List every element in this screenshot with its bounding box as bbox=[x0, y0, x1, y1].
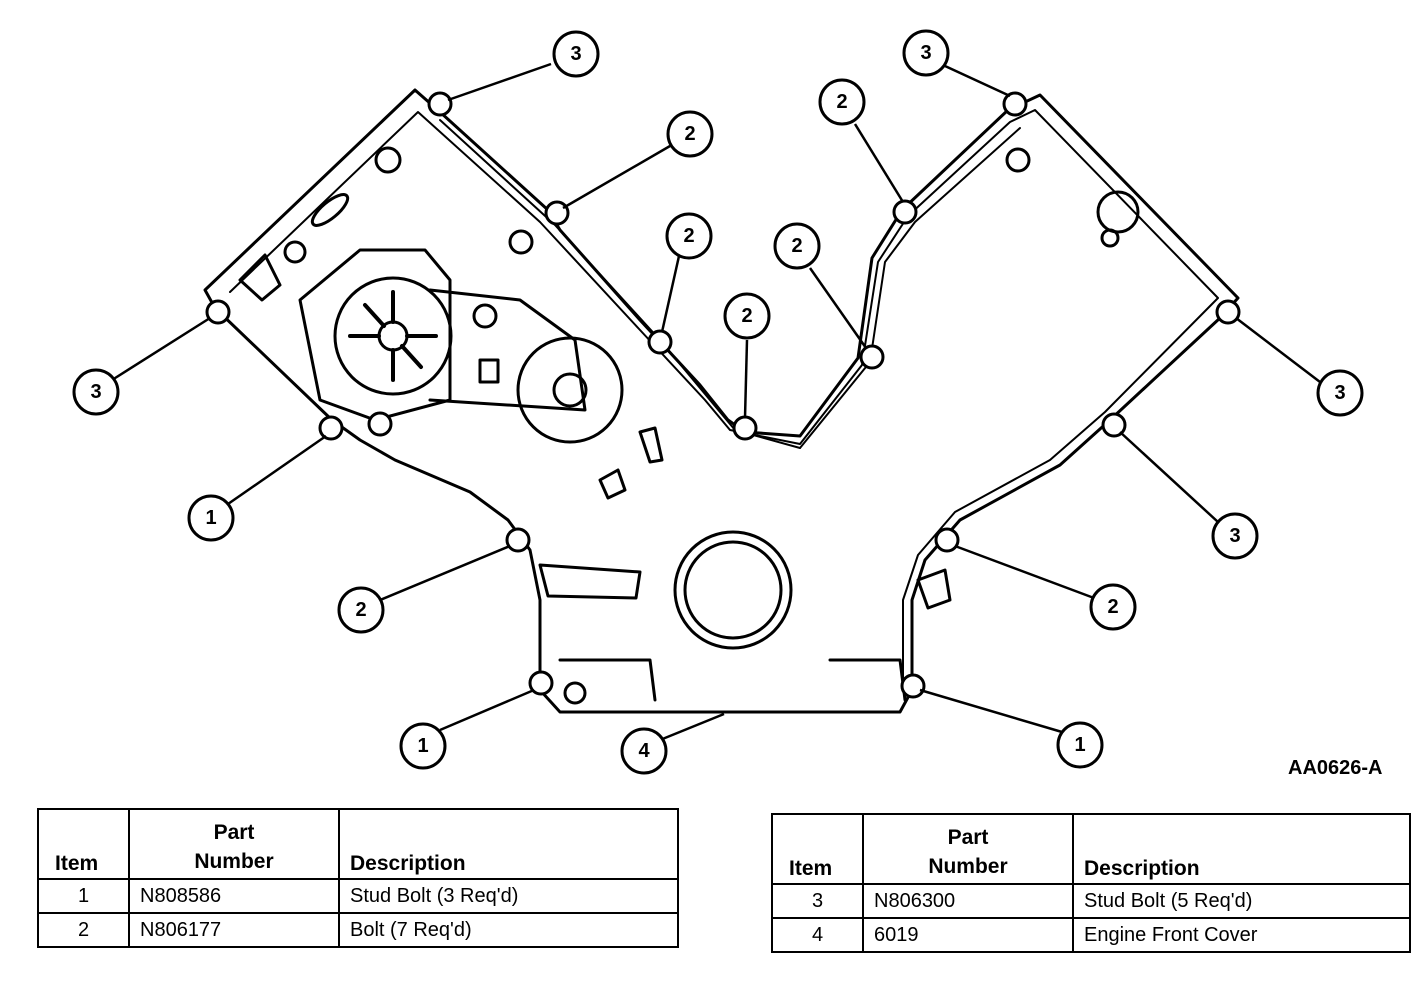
cell-description: Engine Front Cover bbox=[1072, 917, 1411, 953]
table-header-row: Item Part Number Description bbox=[771, 813, 1411, 885]
header-item: Item bbox=[771, 813, 864, 885]
figure-id: AA0626-A bbox=[1288, 757, 1383, 779]
cell-item: 2 bbox=[37, 912, 130, 948]
callout-label: 3 bbox=[1334, 382, 1345, 404]
bolt-heads bbox=[205, 91, 1241, 699]
water-pump-spokes bbox=[348, 290, 438, 382]
header-part-line2: Number bbox=[194, 850, 274, 873]
callout-label: 2 bbox=[684, 123, 695, 145]
callout-label: 3 bbox=[1229, 525, 1240, 547]
engine-front-cover-diagram: 3 2 2 2 2 2 3 3 3 1 3 2 2 1 4 1 bbox=[72, 29, 1364, 775]
header-description: Description bbox=[338, 808, 679, 880]
table-row: 3 N806300 Stud Bolt (5 Req'd) bbox=[771, 883, 1411, 919]
table-row: 2 N806177 Bolt (7 Req'd) bbox=[37, 912, 679, 948]
callouts bbox=[72, 29, 1364, 775]
sensor-bracket-right bbox=[916, 568, 952, 610]
cover-boss-right bbox=[1096, 190, 1140, 234]
tensioner-arm bbox=[428, 288, 587, 412]
callout-label: 1 bbox=[1074, 734, 1085, 756]
cell-item: 4 bbox=[771, 917, 864, 953]
callout-label: 2 bbox=[1107, 596, 1118, 618]
header-description: Description bbox=[1072, 813, 1411, 885]
cell-part-number: N806300 bbox=[862, 883, 1074, 919]
header-part-line1: Part bbox=[213, 821, 255, 844]
table-row: 4 6019 Engine Front Cover bbox=[771, 917, 1411, 953]
header-part-number: Part Number bbox=[862, 813, 1074, 885]
tensioner-slot bbox=[478, 358, 500, 384]
cell-item: 3 bbox=[771, 883, 864, 919]
sensor-bracket-left bbox=[538, 563, 642, 600]
callout-label: 2 bbox=[836, 91, 847, 113]
crankshaft-seal bbox=[673, 530, 793, 650]
water-pump-housing bbox=[298, 248, 452, 422]
cover-slot-left bbox=[310, 193, 350, 227]
cell-description: Bolt (7 Req'd) bbox=[338, 912, 679, 948]
callout-label: 3 bbox=[90, 381, 101, 403]
oil-pan-rail bbox=[558, 658, 907, 702]
table-header-row: Item Part Number Description bbox=[37, 808, 679, 880]
callout-label: 2 bbox=[683, 225, 694, 247]
cell-part-number: N806177 bbox=[128, 912, 340, 948]
cell-item: 1 bbox=[37, 878, 130, 914]
alignment-dowel bbox=[563, 681, 587, 705]
header-part-line2: Number bbox=[928, 855, 1008, 878]
cover-boss-right-small bbox=[1100, 228, 1120, 248]
cover-boss-left bbox=[283, 240, 307, 264]
leader-lines bbox=[111, 62, 1321, 742]
cell-description: Stud Bolt (5 Req'd) bbox=[1072, 883, 1411, 919]
gasket-line-right bbox=[799, 127, 1021, 449]
tensioner-hub bbox=[552, 372, 588, 408]
cover-tab-center bbox=[598, 468, 627, 500]
parts-table-right: Item Part Number Description 3 N806300 S… bbox=[771, 813, 1411, 953]
header-item: Item bbox=[37, 808, 130, 880]
cell-part-number: N808586 bbox=[128, 878, 340, 914]
cover-boss-upper-left bbox=[374, 146, 402, 174]
cover-bracket-left bbox=[238, 253, 282, 302]
cell-description: Stud Bolt (3 Req'd) bbox=[338, 878, 679, 914]
crankshaft-seal-inner bbox=[683, 540, 783, 640]
callout-label: 2 bbox=[355, 599, 366, 621]
cover-tab-center-2 bbox=[638, 426, 664, 464]
callout-label: 3 bbox=[920, 42, 931, 64]
callout-label: 1 bbox=[417, 735, 428, 757]
callout-label: 3 bbox=[570, 43, 581, 65]
table-row: 1 N808586 Stud Bolt (3 Req'd) bbox=[37, 878, 679, 914]
callout-label: 2 bbox=[741, 305, 752, 327]
callout-label: 2 bbox=[791, 235, 802, 257]
header-part-line1: Part bbox=[947, 826, 989, 849]
parts-table-left: Item Part Number Description 1 N808586 S… bbox=[37, 808, 679, 948]
header-part-number: Part Number bbox=[128, 808, 340, 880]
tensioner-pulley bbox=[516, 336, 624, 444]
cell-part-number: 6019 bbox=[862, 917, 1074, 953]
callout-label: 4 bbox=[638, 740, 650, 762]
callout-label: 1 bbox=[205, 507, 216, 529]
